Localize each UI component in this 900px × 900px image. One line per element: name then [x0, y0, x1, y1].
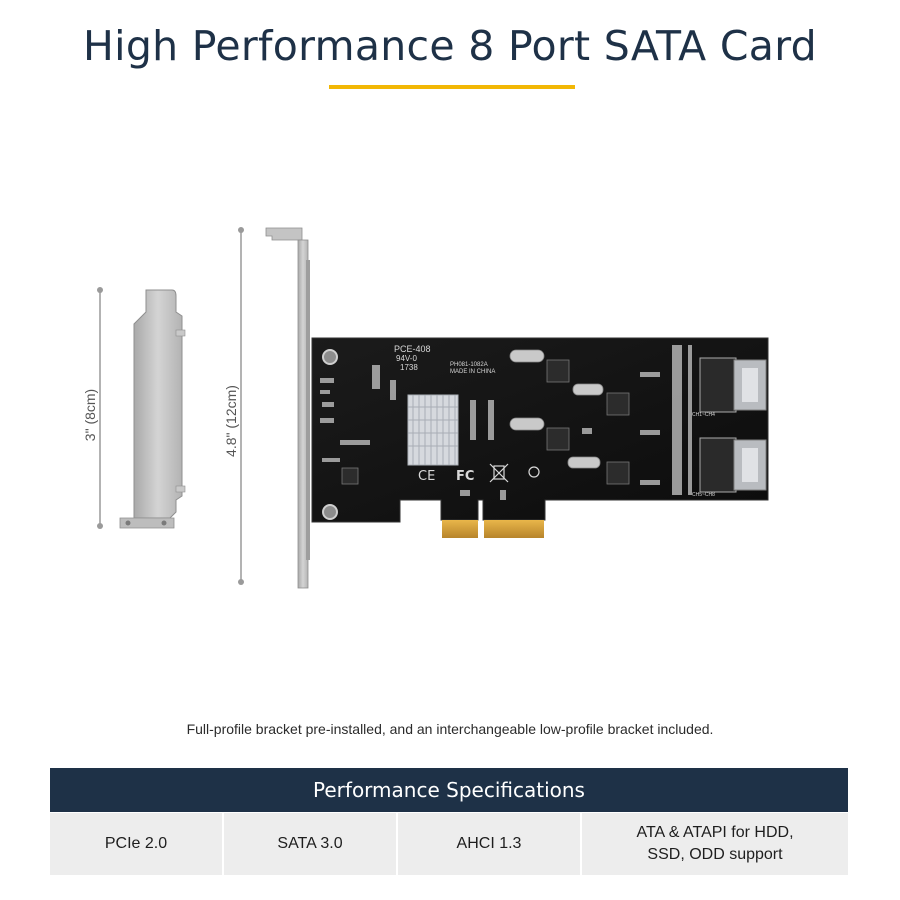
product-illustration: 3" (8cm) 4.8" (12cm) — [82, 227, 769, 589]
fc-mark: FC — [456, 469, 474, 484]
full-profile-bracket — [265, 227, 310, 589]
board-part-text: PH081-1082A — [450, 362, 488, 368]
pcb-board: PCE-408 94V-0 1738 PH081-1082A MADE IN C… — [311, 337, 769, 538]
low-profile-dimension-label: 3" (8cm) — [82, 389, 98, 441]
title-underline — [329, 85, 575, 89]
full-profile-dimension-line — [238, 227, 244, 585]
board-code-text: 1738 — [400, 363, 418, 372]
port-label-top: CH1~CH4 — [692, 412, 715, 418]
sata-connector-bottom — [699, 437, 767, 493]
rohs-mark-icon — [528, 466, 540, 478]
spec-sata: SATA 3.0 — [224, 813, 396, 875]
sata-connector-top — [699, 357, 767, 413]
full-profile-dimension-label: 4.8" (12cm) — [223, 385, 239, 457]
specs-header: Performance Specifications — [50, 768, 848, 812]
port-label-bottom: CH5~CH8 — [692, 492, 715, 498]
board-rating-text: 94V-0 — [396, 354, 417, 363]
ce-mark: CE — [418, 469, 435, 484]
heatsink — [407, 394, 459, 466]
board-origin-text: MADE IN CHINA — [450, 369, 495, 375]
spec-ata-atapi: ATA & ATAPI for HDD, SSD, ODD support — [582, 813, 848, 875]
bracket-caption: Full-profile bracket pre-installed, and … — [186, 721, 714, 737]
spec-pcie: PCIe 2.0 — [50, 813, 222, 875]
board-model-text: PCE-408 — [394, 344, 431, 354]
pcie-gold-fingers — [442, 520, 544, 538]
specs-row: PCIe 2.0 SATA 3.0 AHCI 1.3 ATA & ATAPI f… — [50, 813, 848, 875]
low-profile-dimension-line — [97, 287, 103, 529]
spec-ahci: AHCI 1.3 — [398, 813, 580, 875]
weee-bin-icon — [489, 463, 509, 483]
page-title: High Performance 8 Port SATA Card — [83, 22, 817, 70]
low-profile-bracket — [119, 289, 186, 529]
